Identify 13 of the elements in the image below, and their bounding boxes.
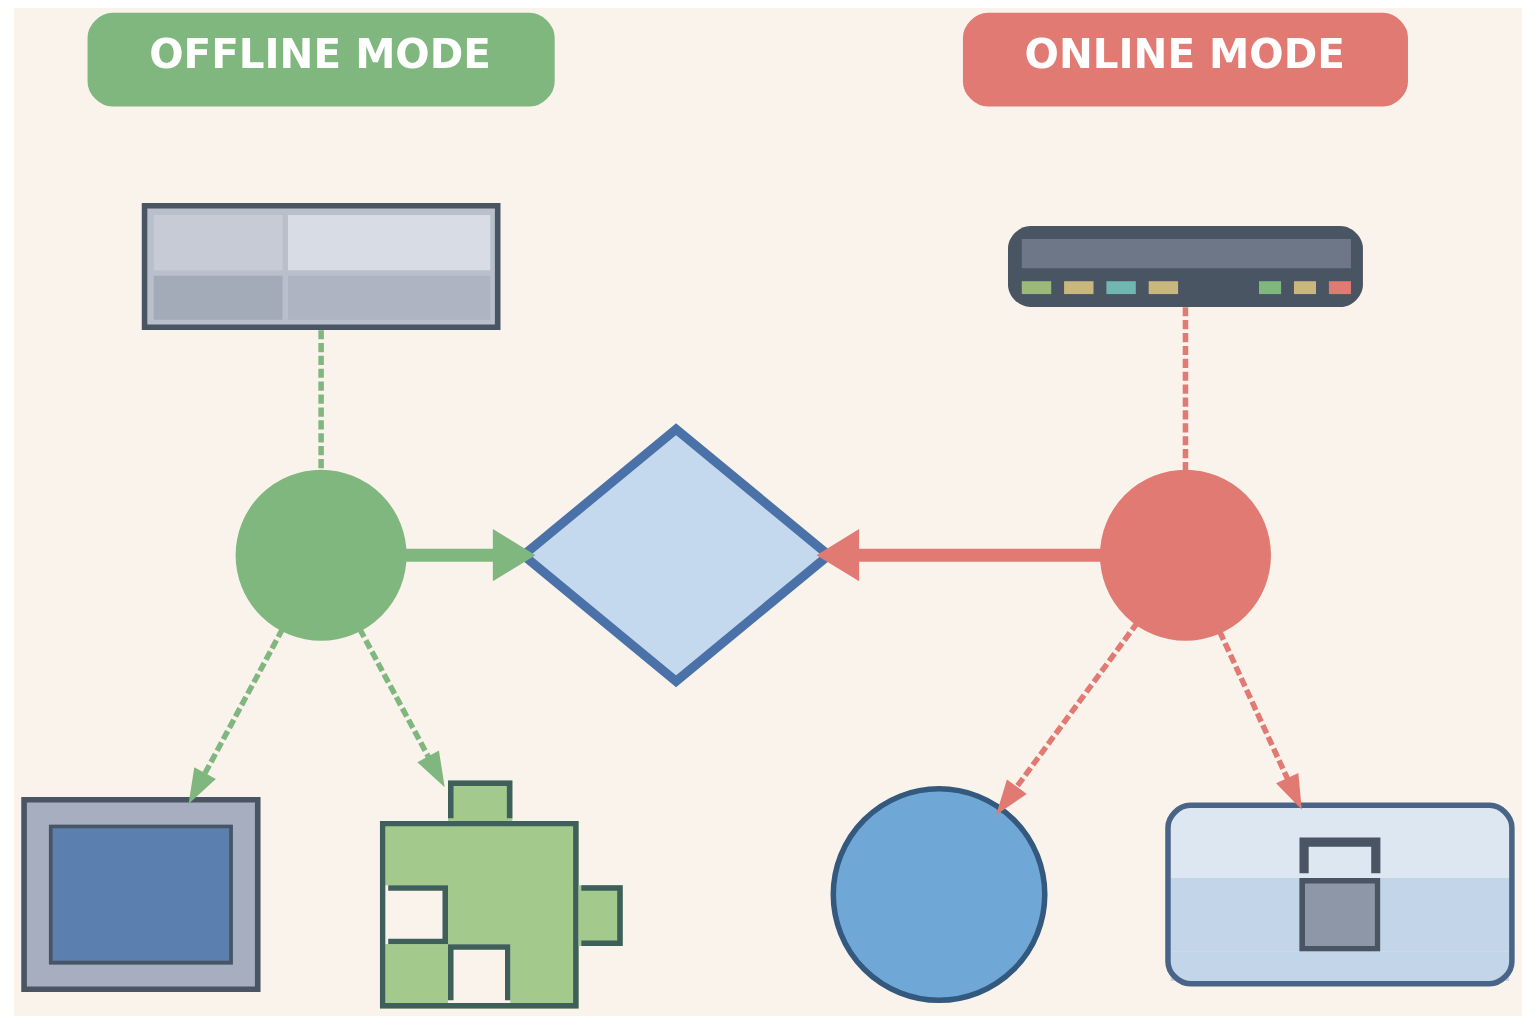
arrow xyxy=(404,529,536,582)
node-circle xyxy=(235,469,407,641)
node-box: ONLINE MODE xyxy=(962,12,1408,107)
connector xyxy=(1182,307,1189,473)
arrow xyxy=(188,627,285,804)
node-box: OFFLINE MODE xyxy=(87,12,555,107)
arrow xyxy=(1217,630,1302,810)
node-picture xyxy=(830,786,1048,1003)
arrow xyxy=(996,620,1140,815)
arrow xyxy=(357,627,445,788)
node-picture xyxy=(1008,226,1363,307)
arrow xyxy=(816,529,1103,582)
node-circle xyxy=(1099,469,1271,641)
